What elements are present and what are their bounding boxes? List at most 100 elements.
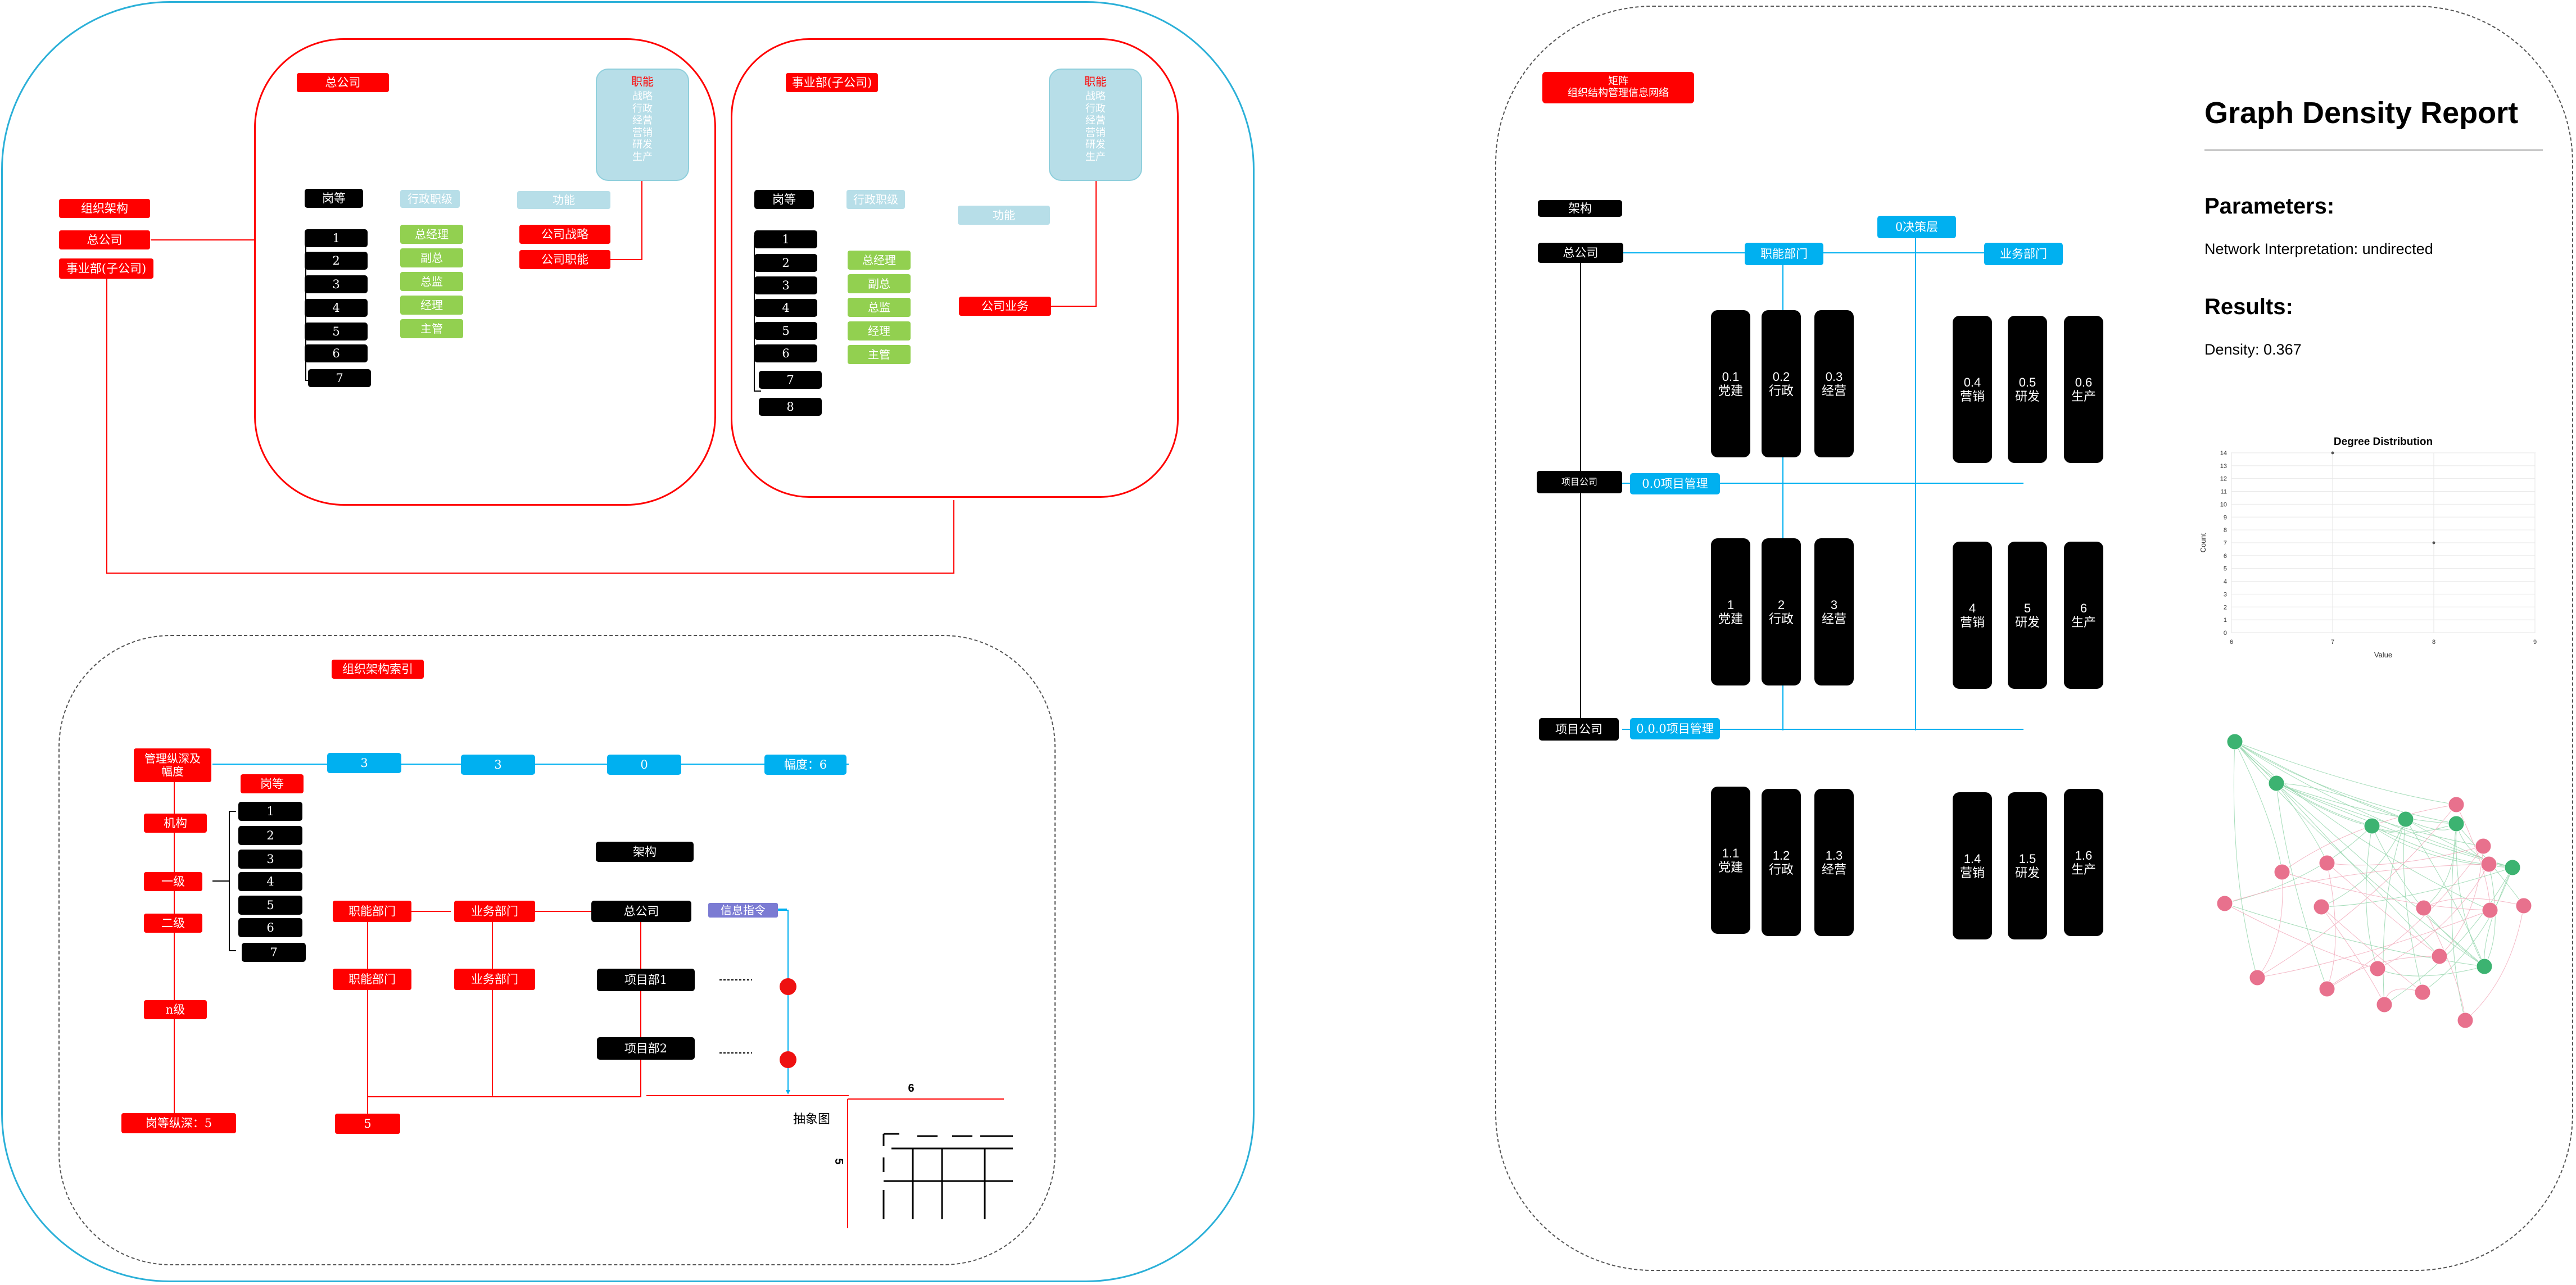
hq-admin-3: 经理: [400, 296, 463, 315]
network-edge-5: [2234, 741, 2513, 868]
abstract-label: 抽象图: [793, 1113, 830, 1127]
index-rank-4: 4: [238, 872, 302, 891]
matrix-row2-col-1: 1.2 行政: [1762, 789, 1801, 936]
info-command: 信息指令: [708, 903, 778, 918]
hq-duty-bubble: 职能 战略 行政 经营 营销 研发 生产: [596, 69, 689, 181]
arch-label: 架构: [596, 842, 694, 862]
matrix-row0-col-5: 0.6 生产: [2064, 316, 2103, 463]
network-edge-63: [2224, 903, 2378, 969]
matrix-row0-col-2: 0.3 经营: [1814, 310, 1854, 457]
network-edge-21: [2371, 825, 2489, 865]
bu-func-business: 公司业务: [959, 297, 1051, 316]
network-graph: [2216, 733, 2532, 1029]
network-edge-28: [2405, 819, 2485, 967]
network-edge-54: [2326, 862, 2440, 957]
network-edge-45: [2377, 864, 2489, 969]
bu-rank-5: 5: [754, 322, 817, 340]
bu-admin-2: 总监: [848, 298, 911, 317]
index-title: 组织架构索引: [332, 660, 424, 679]
network-edge-43: [2484, 864, 2496, 967]
network-node-16: [2319, 855, 2335, 871]
chart-ytick-label: 9: [2224, 514, 2227, 521]
matrix-row0-col-3: 0.4 营销: [1953, 316, 1992, 463]
network-node-9: [2515, 897, 2532, 914]
network-edge-18: [2276, 783, 2328, 989]
bu-admin-3: 经理: [848, 321, 911, 340]
hq-rank-4: 4: [305, 299, 368, 317]
network-edge-17: [2276, 783, 2328, 864]
network-edge-41: [2326, 846, 2484, 866]
chart-ytick-label: 10: [2220, 501, 2227, 508]
matrix-row2-col-0: 1.1 党建: [1711, 787, 1750, 934]
network-edge-25: [2366, 825, 2378, 969]
matrix-row2-col-2: 1.3 经营: [1814, 789, 1854, 936]
index-connectors: [174, 764, 1013, 1228]
project-dept-1: 项目部1: [597, 969, 695, 991]
bu-duty-list: 战略 行政 经营 营销 研发 生产: [1085, 90, 1106, 163]
bu-admin-0: 总经理: [848, 251, 911, 270]
hq-admin-2: 总监: [400, 272, 463, 291]
network-edge-62: [2326, 862, 2336, 989]
chart-title: Degree Distribution: [2334, 436, 2433, 448]
rank-depth-label: 岗等纵深：5: [121, 1113, 236, 1133]
network-edge-46: [2484, 867, 2513, 967]
index-node-1: [780, 978, 796, 995]
hq-admin-0: 总经理: [400, 225, 463, 244]
left-panel: [1, 1, 1255, 1282]
chart-ytick-label: 8: [2224, 527, 2227, 534]
index-rank-header: 岗等: [241, 774, 304, 793]
index-rank-6: 6: [238, 918, 302, 937]
five-label: 5: [335, 1114, 400, 1134]
width-value: 幅度：6: [764, 755, 846, 775]
network-node-7: [2480, 856, 2497, 873]
network-edge-57: [2377, 966, 2485, 977]
hq-rank-header: 岗等: [305, 189, 363, 208]
hq-rank-7: 7: [308, 369, 371, 387]
hq-duty-list: 战略 行政 经营 营销 研发 生产: [632, 90, 653, 163]
bu-func-header: 功能: [958, 206, 1050, 225]
network-node-1: [2268, 775, 2285, 792]
index-node-2: [780, 1051, 796, 1068]
bu-rank-2: 2: [754, 254, 817, 272]
bu-rank-6: 6: [754, 344, 817, 362]
network-edge-16: [2276, 783, 2485, 967]
network-edge-61: [2257, 871, 2283, 978]
matrix-row0-col-4: 0.5 研发: [2008, 316, 2047, 463]
network-node-3: [2397, 811, 2414, 828]
hq-rank-6: 6: [305, 344, 368, 362]
network-node-19: [2415, 900, 2432, 916]
network-edge-38: [2281, 804, 2457, 873]
hq-rank-5: 5: [305, 323, 368, 340]
top-value-2: 3: [461, 755, 535, 775]
network-node-13: [2414, 984, 2431, 1001]
bu-box: [731, 38, 1179, 498]
report-divider: [2204, 149, 2543, 151]
bu-duty-bubble: 职能 战略 行政 经营 营销 研发 生产: [1049, 69, 1142, 181]
matrix-row2-col-4: 1.5 研发: [2008, 792, 2047, 939]
level1-label: 一级: [144, 872, 202, 891]
network-edge-64: [2321, 906, 2385, 1005]
hq-box: [254, 38, 716, 506]
index-hq-label: 总公司: [591, 901, 691, 922]
network-node-0: [2226, 733, 2243, 750]
bu-duty-title: 职能: [1084, 75, 1107, 88]
index-rank-5: 5: [238, 896, 302, 915]
leveln-label: n级: [144, 1000, 207, 1019]
chart-ytick-label: 7: [2224, 540, 2227, 547]
network-edge-31: [2383, 819, 2406, 1005]
mgmt-depth-label: 管理纵深及 幅度: [134, 748, 211, 782]
network-node-2: [2364, 818, 2380, 834]
biz-dept-1: 业务部门: [454, 901, 535, 922]
chart-ytick-label: 3: [2224, 591, 2227, 598]
matrix-row1-col-3: 4 营销: [1953, 542, 1992, 689]
network-edge-27: [2405, 819, 2513, 868]
func-dept-2: 职能部门: [333, 969, 411, 990]
chart-point-1: [2432, 541, 2435, 544]
hq-func-strategy: 公司战略: [519, 225, 610, 244]
bu-admin-1: 副总: [848, 274, 911, 293]
chart-ytick-label: 2: [2224, 604, 2227, 611]
chart-ytick-label: 5: [2224, 566, 2227, 573]
chart-xtick-label: 9: [2533, 639, 2537, 646]
matrix-proj-mgmt-2: 0.0.0项目管理: [1630, 718, 1720, 739]
network-node-6: [2475, 838, 2492, 855]
